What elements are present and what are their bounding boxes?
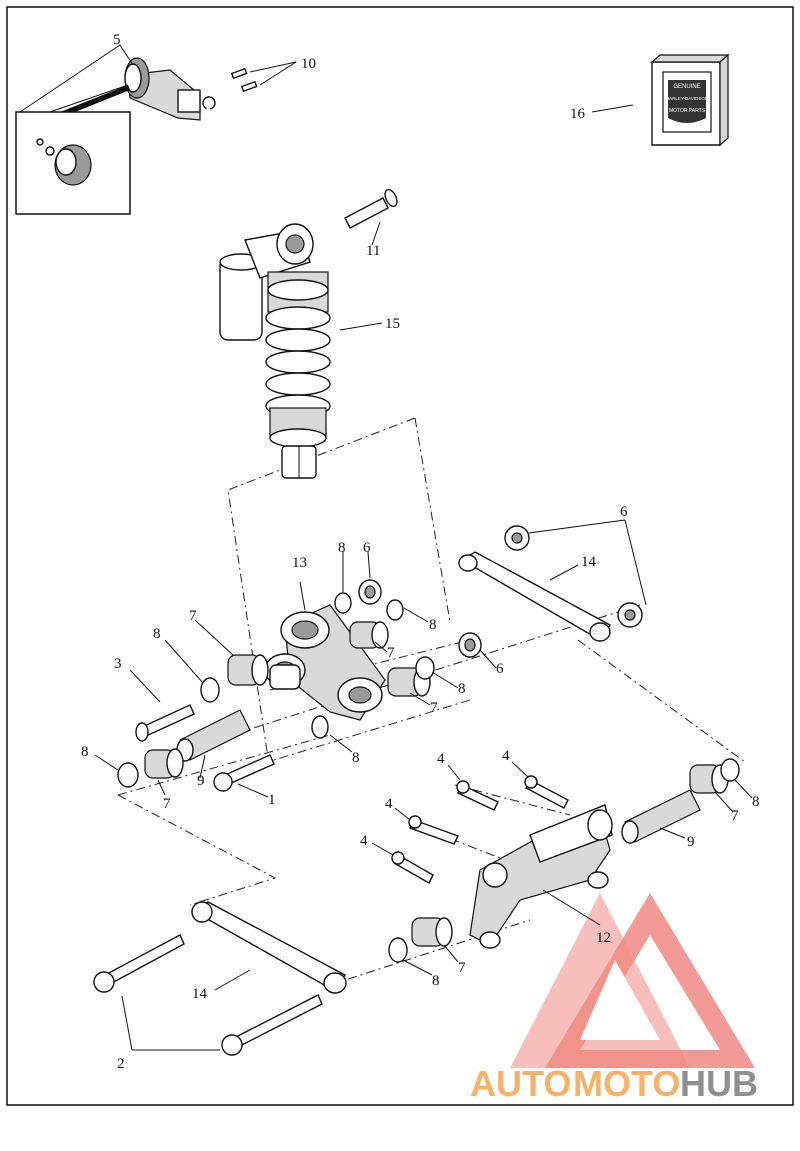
callout-12: 12: [596, 930, 611, 946]
callout-2: 2: [117, 1056, 125, 1072]
diagram-border: [6, 6, 794, 1106]
callout-8-center: 8: [352, 750, 360, 766]
part-upper-bolt: [344, 188, 398, 246]
right-hardware: [621, 758, 740, 844]
callout-7-left-top: 7: [189, 608, 197, 624]
callout-3: 3: [114, 656, 122, 672]
badge-line1: GENUINE: [673, 84, 700, 90]
watermark-text-hub: HUB: [680, 1063, 758, 1104]
callout-6-top: 6: [363, 540, 371, 556]
callout-7-right: 7: [731, 808, 739, 824]
left-hardware: [117, 654, 275, 792]
watermark-text-auto: AUTO: [470, 1063, 571, 1104]
callout-10: 10: [301, 56, 316, 72]
callout-9-left: 9: [197, 773, 205, 789]
callout-8-left-top: 8: [153, 626, 161, 642]
callout-9-right: 9: [687, 834, 695, 850]
callout-13: 13: [292, 555, 307, 571]
part-rocker-link: [264, 581, 386, 721]
part-linkage-bracket: [469, 804, 613, 949]
part-tie-bar-upper: [458, 525, 643, 642]
callout-8-lower: 8: [432, 973, 440, 989]
callout-8-top: 8: [338, 540, 346, 556]
badge-line3: MOTOR PARTS: [669, 108, 706, 114]
bracket-bolts: [391, 775, 569, 884]
lower-hardware: [388, 917, 453, 963]
callout-1: 1: [268, 792, 276, 808]
callout-4-a: 4: [437, 751, 445, 767]
callout-7-mid-lower: 7: [430, 700, 438, 716]
callouts: 5 10 16 11 15 6 8 6 13 14 8 7 8 7 3 6 8 …: [81, 32, 760, 1072]
watermark-logo: AUTO MOTO HUB: [470, 893, 758, 1104]
badge-line2: HARLEY-DAVIDSON: [666, 96, 708, 101]
callout-6-mid: 6: [496, 661, 504, 677]
callout-8-far-right: 8: [752, 794, 760, 810]
rocker-hardware: [311, 579, 482, 739]
callout-5: 5: [113, 32, 121, 48]
callout-8-right1: 8: [429, 617, 437, 633]
callout-7-lower: 7: [458, 960, 466, 976]
part-tie-bar-lower: [191, 901, 347, 994]
leader-lines: [94, 519, 753, 976]
watermark-text-moto: MOTO: [573, 1063, 680, 1104]
coil-spring: [265, 306, 331, 418]
callout-7-left: 7: [163, 796, 171, 812]
callout-11: 11: [366, 243, 380, 259]
callout-14-lower: 14: [192, 986, 208, 1002]
callout-6-upper: 6: [620, 504, 628, 520]
part-shock-absorber: [219, 223, 383, 479]
part-long-bolts: [93, 934, 323, 1056]
part-genuine-parts-pack: GENUINE HARLEY-DAVIDSON MOTOR PARTS: [591, 53, 730, 147]
remote-hose: [207, 107, 326, 246]
callout-4-c: 4: [385, 796, 393, 812]
callout-4-b: 4: [502, 748, 510, 764]
callout-7-mid: 7: [387, 645, 395, 661]
callout-14-upper: 14: [581, 554, 597, 570]
part-adjuster-knob: [15, 44, 216, 215]
callout-8-mid: 8: [458, 681, 466, 697]
callout-15: 15: [385, 316, 400, 332]
callout-16: 16: [570, 106, 586, 122]
callout-8-far-left: 8: [81, 744, 89, 760]
part-pins: [230, 61, 297, 93]
callout-4-d: 4: [360, 833, 368, 849]
